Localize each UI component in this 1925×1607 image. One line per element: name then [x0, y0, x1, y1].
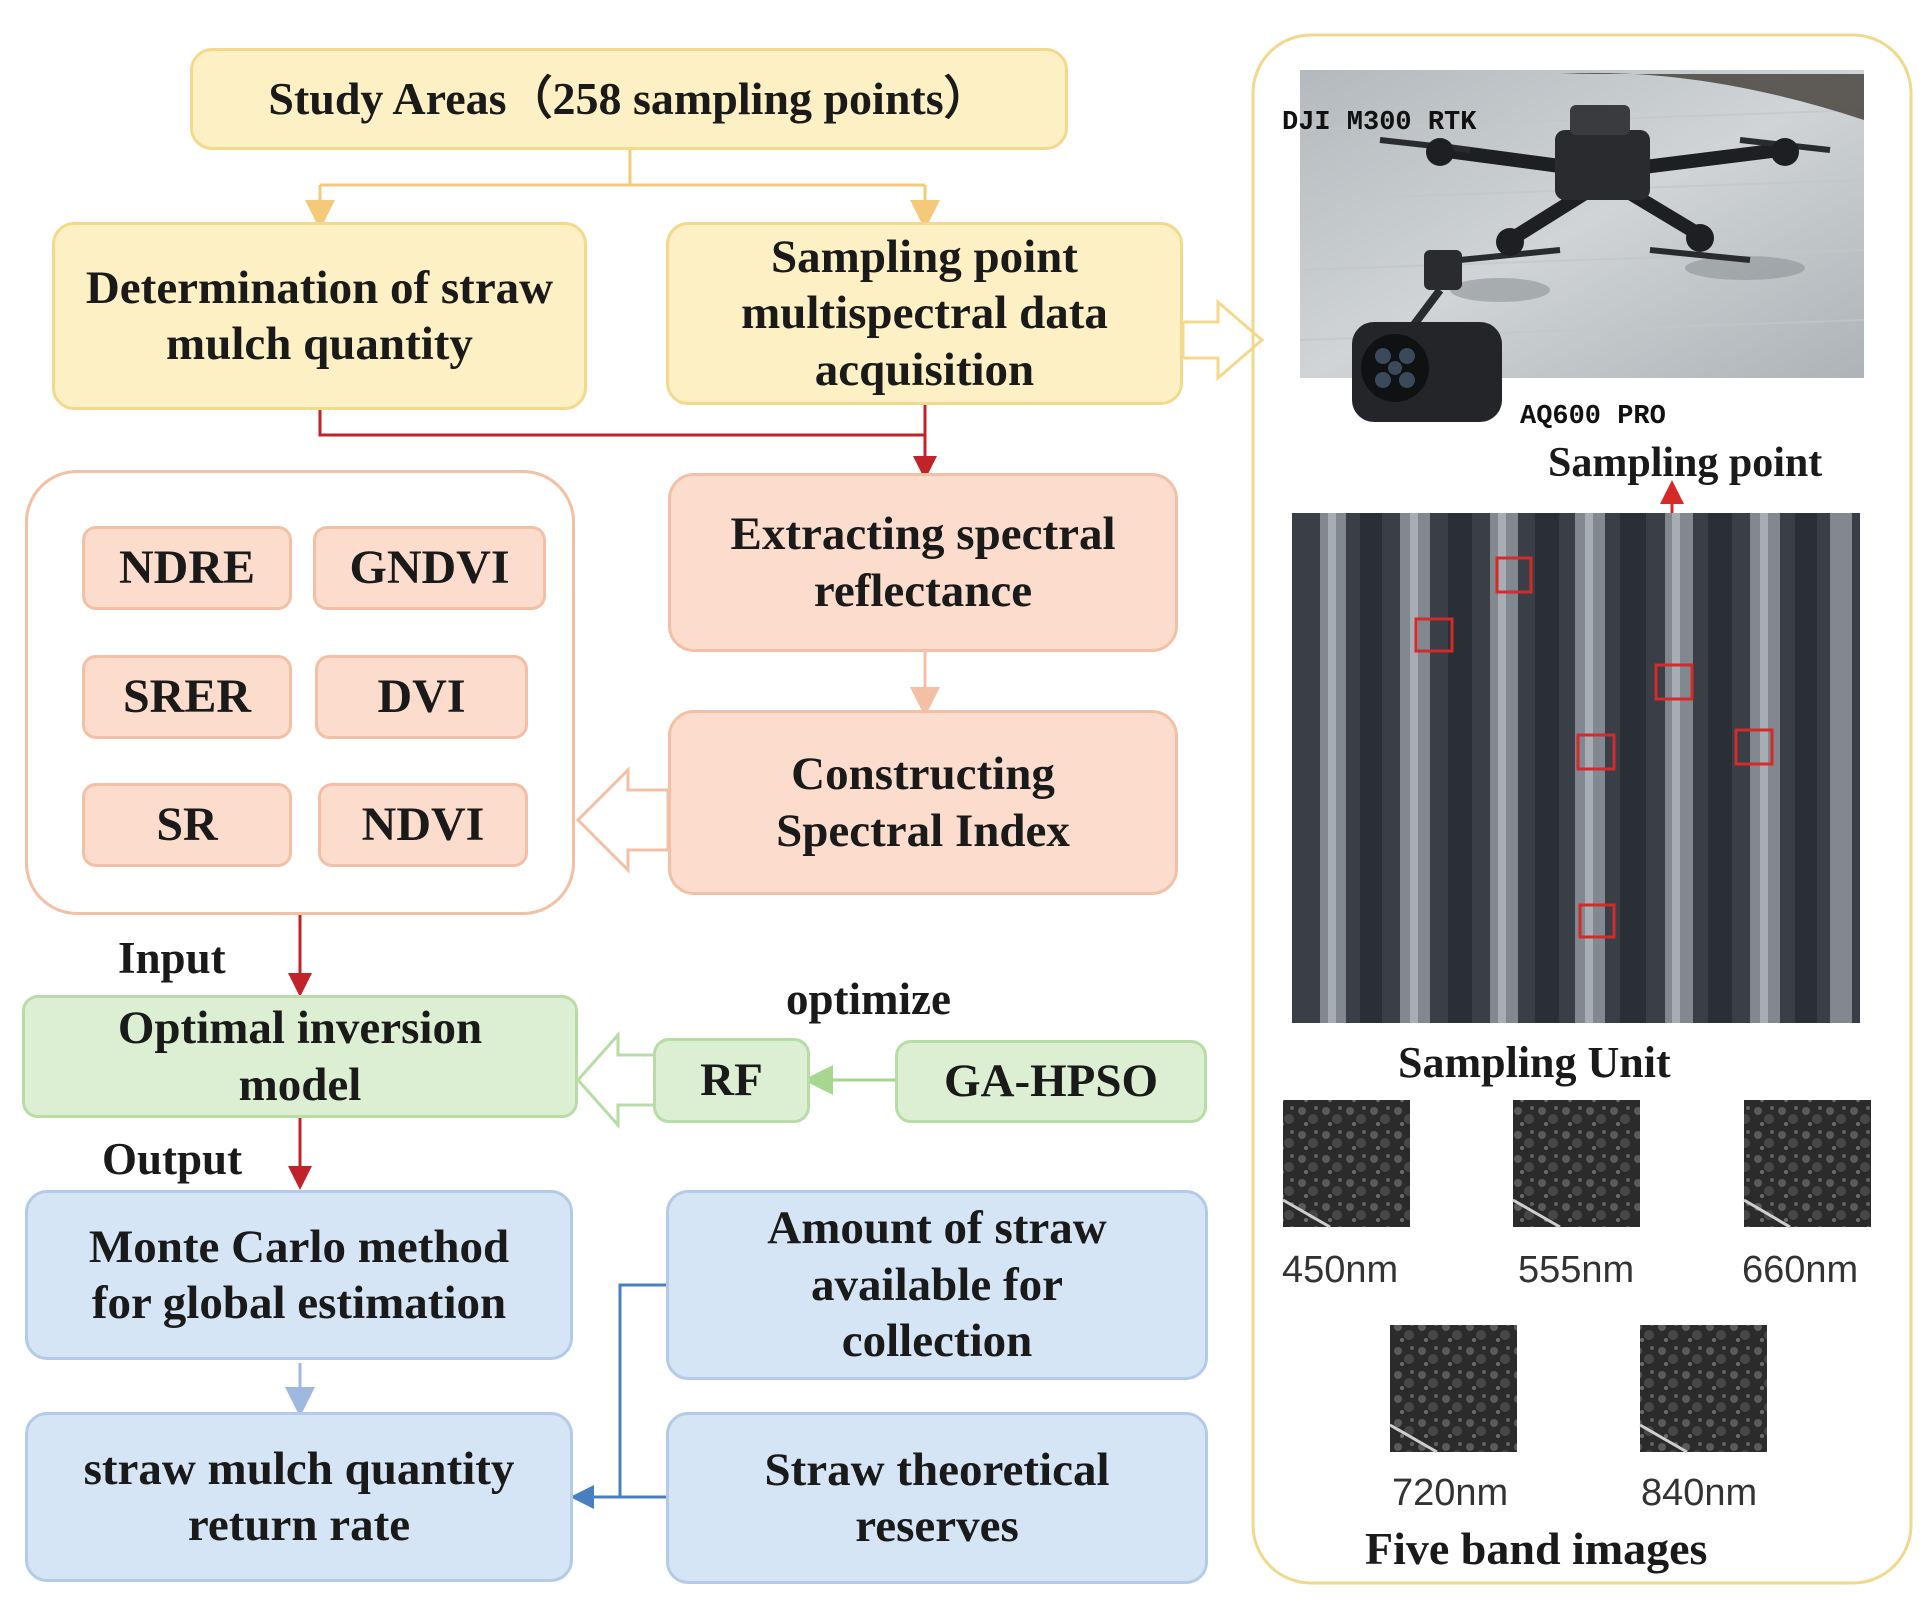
index-chip-ndre: NDRE	[82, 526, 292, 610]
right-panel-frame	[1251, 33, 1913, 1585]
sampling-unit-label: Sampling Unit	[1398, 1037, 1671, 1087]
ga-hpso-label: GA-HPSO	[943, 1055, 1159, 1108]
field-image	[1292, 513, 1860, 1023]
band-840-label: 840nm	[1641, 1471, 1758, 1514]
constructing-box: Constructing Spectral Index	[668, 710, 1178, 895]
band-660-label: 660nm	[1742, 1248, 1859, 1291]
hollow-arrow-acq-to-panel	[1181, 298, 1265, 382]
index-srer-label: SRER	[122, 670, 252, 724]
band-450-label: 450nm	[1282, 1248, 1399, 1291]
sampling-acquisition-box: Sampling point multispectral data acquis…	[666, 222, 1183, 405]
determination-label: Determination of straw mulch quantity	[85, 261, 554, 370]
study-areas-box: Study Areas（258 sampling points）	[190, 48, 1068, 150]
band-thumb-720	[1389, 1325, 1517, 1454]
amount-available-box: Amount of straw available for collection	[666, 1190, 1208, 1380]
monte-carlo-label: Monte Carlo method for global estimation	[88, 1220, 510, 1329]
constructing-label: Constructing Spectral Index	[776, 748, 1070, 857]
optimize-label: optimize	[786, 974, 951, 1024]
bracket-connector	[570, 1283, 666, 1509]
band-thumb-840	[1639, 1325, 1767, 1454]
index-ndvi-label: NDVI	[361, 798, 485, 852]
sampling-markers	[1414, 556, 1774, 939]
index-ndre-label: NDRE	[118, 541, 255, 595]
theoretical-reserves-label: Straw theoretical reserves	[764, 1443, 1110, 1552]
split-connector	[305, 150, 940, 230]
output-label: Output	[102, 1134, 243, 1184]
band-thumb-660	[1743, 1100, 1871, 1229]
band-555-label: 555nm	[1518, 1248, 1635, 1291]
rf-label: RF	[700, 1054, 763, 1107]
drone-photo	[1299, 70, 1865, 422]
merge-connector	[318, 405, 937, 480]
ga-hpso-box: GA-HPSO	[895, 1040, 1207, 1123]
hollow-arrow-rf-to-model	[575, 1031, 657, 1129]
index-sr-label: SR	[156, 798, 218, 852]
optimal-model-box: Optimal inversion model	[22, 995, 578, 1118]
return-rate-label: straw mulch quantity return rate	[83, 1442, 515, 1551]
extracting-label: Extracting spectral reflectance	[730, 508, 1116, 617]
optimal-model-label: Optimal inversion model	[117, 1002, 483, 1111]
index-gndvi-label: GNDVI	[349, 541, 510, 595]
index-chip-gndvi: GNDVI	[313, 526, 546, 610]
hollow-arrow-construct-to-indices	[575, 766, 670, 874]
rf-box: RF	[653, 1038, 810, 1123]
input-label: Input	[118, 933, 226, 983]
theoretical-reserves-box: Straw theoretical reserves	[666, 1412, 1208, 1584]
sampling-point-label: Sampling point	[1548, 440, 1823, 486]
drone-model-label: DJI M300 RTK	[1282, 108, 1477, 138]
camera-model-label: AQ600 PRO	[1520, 402, 1666, 432]
five-band-label: Five band images	[1365, 1522, 1708, 1574]
index-chip-srer: SRER	[82, 655, 292, 739]
band-720-label: 720nm	[1392, 1471, 1509, 1514]
index-chip-sr: SR	[82, 783, 292, 867]
return-rate-box: straw mulch quantity return rate	[25, 1412, 573, 1582]
band-thumb-555	[1512, 1100, 1640, 1229]
extracting-box: Extracting spectral reflectance	[668, 473, 1178, 652]
sampling-acquisition-label: Sampling point multispectral data acquis…	[741, 230, 1108, 396]
index-chip-ndvi: NDVI	[318, 783, 528, 867]
monte-carlo-box: Monte Carlo method for global estimation	[25, 1190, 573, 1360]
study-areas-label: Study Areas（258 sampling points）	[268, 73, 990, 125]
band-thumb-450	[1282, 1100, 1410, 1229]
amount-available-label: Amount of straw available for collection	[767, 1202, 1107, 1368]
determination-box: Determination of straw mulch quantity	[52, 222, 587, 410]
index-dvi-label: DVI	[377, 670, 466, 724]
index-chip-dvi: DVI	[315, 655, 528, 739]
